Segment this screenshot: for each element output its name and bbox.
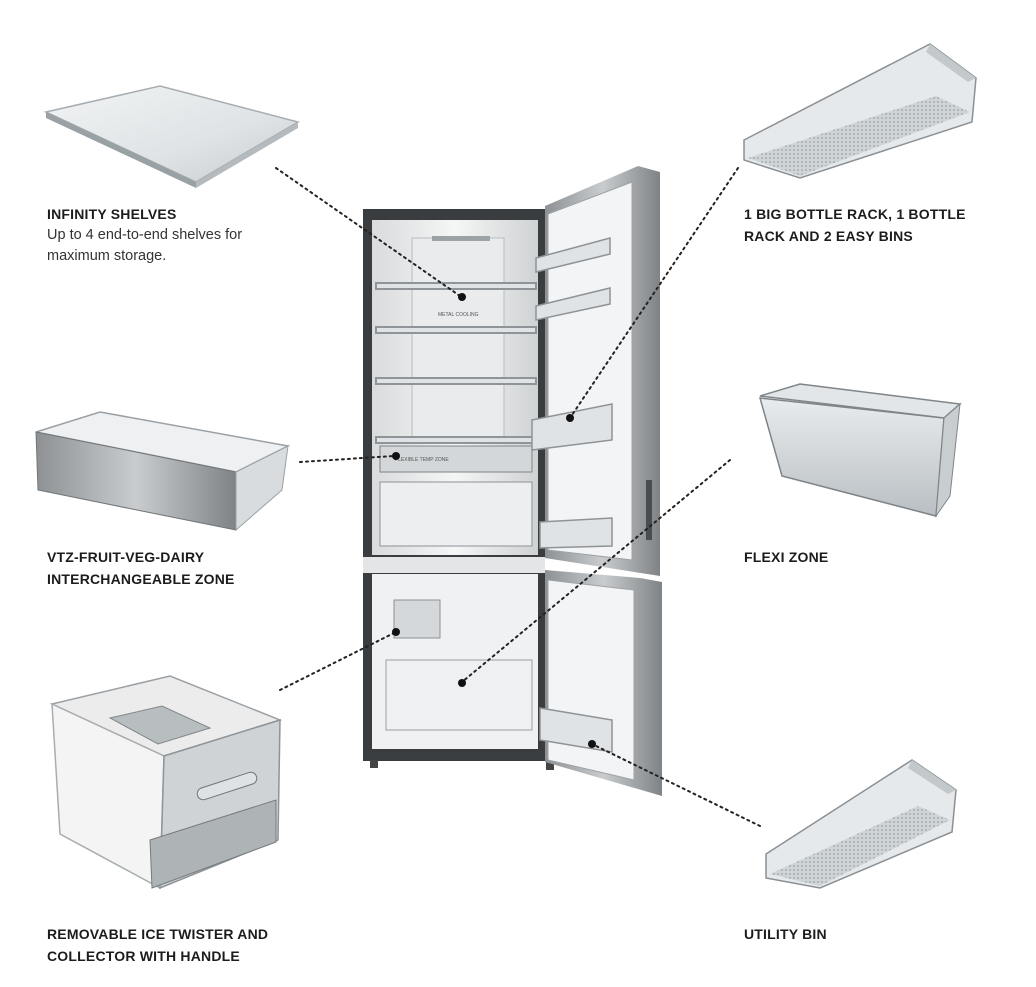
callout-title: UTILITY BIN	[744, 926, 827, 942]
ice-twister-illustration	[49, 675, 283, 890]
door-bin	[539, 517, 613, 549]
door-handle	[646, 480, 652, 540]
crisper-drawer	[379, 481, 533, 547]
callout-description: Up to 4 end-to-end shelves for	[47, 227, 243, 243]
callout-title: VTZ-FRUIT-VEG-DAIRY	[47, 549, 205, 565]
callout-bottle-rack: 1 BIG BOTTLE RACK, 1 BOTTLE RACK AND 2 E…	[744, 203, 1004, 247]
callout-title: INTERCHANGEABLE ZONE	[47, 571, 235, 587]
marker-dot	[392, 452, 400, 460]
callout-title: INFINITY SHELVES	[47, 206, 177, 222]
freezer-drawer	[385, 659, 533, 731]
leader-lines	[275, 167, 761, 827]
shelf	[375, 377, 537, 385]
fridge-foot	[546, 762, 554, 770]
door-bins	[531, 237, 613, 549]
utility-bin-illustration	[765, 759, 957, 889]
callout-description: maximum storage.	[47, 248, 167, 264]
upper-door-liner	[547, 181, 633, 561]
flexi-bin-front	[758, 397, 945, 517]
ice-tray	[108, 705, 212, 745]
rack-lip	[926, 44, 976, 82]
utility-bin-lip	[908, 760, 956, 794]
infinity-shelf-illustration	[43, 85, 300, 188]
utility-bin-floor	[770, 806, 950, 886]
zone-marking: FLEXIBLE TEMP ZONE	[395, 457, 449, 463]
ice-handle	[196, 771, 258, 801]
leader-line-utility-bin	[591, 743, 761, 827]
shelf	[375, 326, 537, 334]
flexi-zone-illustration	[758, 383, 962, 518]
cooling-back-panel	[411, 237, 505, 439]
callout-title: RACK AND 2 EASY BINS	[744, 228, 913, 244]
marker-dot	[458, 679, 466, 687]
bottle-rack-illustration	[743, 43, 977, 179]
callout-ice-twister: REMOVABLE ICE TWISTER AND COLLECTOR WITH…	[47, 923, 307, 967]
refrigerator: FLEXIBLE TEMP ZONE METAL COOLING	[363, 166, 662, 796]
leader-line-flexi-zone	[461, 459, 731, 683]
callout-title: REMOVABLE ICE TWISTER AND	[47, 926, 269, 942]
marker-dot	[392, 628, 400, 636]
leader-line-vtz	[299, 455, 395, 463]
ice-twister-in-fridge	[393, 599, 441, 639]
vtz-drawer-side	[235, 445, 289, 532]
marker-dot	[458, 293, 466, 301]
leader-line-ice-twister	[279, 631, 397, 691]
door-bin	[535, 287, 611, 321]
door-bin	[531, 403, 613, 451]
ice-collector	[149, 799, 277, 889]
flexi-bin-side	[935, 402, 961, 518]
callout-title: 1 BIG BOTTLE RACK, 1 BOTTLE	[744, 206, 966, 222]
glass-shelf-edge	[46, 112, 196, 188]
ceiling-marking: METAL COOLING	[438, 312, 479, 318]
callout-title: FLEXI ZONE	[744, 549, 829, 565]
top-light	[432, 236, 490, 241]
shelf	[375, 436, 537, 444]
vtz-drawer-illustration	[35, 411, 291, 532]
callout-infinity-shelves: INFINITY SHELVES Up to 4 end-to-end shel…	[47, 203, 307, 267]
fridge-foot	[370, 760, 378, 768]
lower-door-liner	[547, 579, 635, 781]
callout-flexi-zone: FLEXI ZONE	[744, 546, 944, 568]
vtz-drawer	[379, 445, 533, 473]
callout-utility-bin: UTILITY BIN	[744, 923, 944, 945]
callout-title: COLLECTOR WITH HANDLE	[47, 948, 240, 964]
infinity-shelf-set	[375, 282, 537, 444]
marker-dot	[588, 740, 596, 748]
leader-dots	[392, 293, 596, 748]
rack-floor	[748, 96, 970, 176]
door-bin	[535, 237, 611, 273]
glass-shelf-edge	[196, 122, 298, 188]
shelf	[375, 282, 537, 290]
leader-line-infinity-shelves	[275, 167, 461, 297]
leader-line-bottle-rack	[569, 167, 739, 419]
marker-dot	[566, 414, 574, 422]
callout-vtz-zone: VTZ-FRUIT-VEG-DAIRY INTERCHANGEABLE ZONE	[47, 546, 307, 590]
freezer-divider	[363, 557, 545, 573]
